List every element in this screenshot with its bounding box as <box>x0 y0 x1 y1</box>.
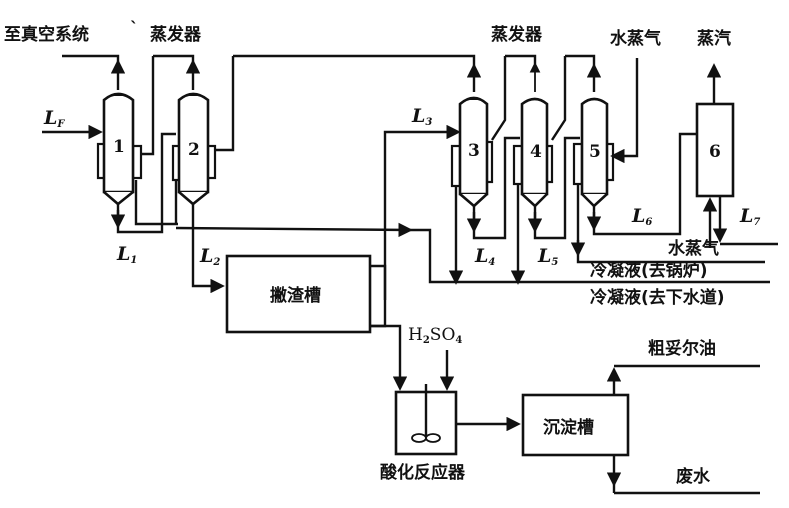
h2so4-sub1: 2 <box>423 335 430 346</box>
label-water-steam-top: 水蒸气 <box>610 28 661 49</box>
stream-l5-sub: 5 <box>551 257 558 268</box>
vacuum-line <box>62 54 120 62</box>
stream-l7-main: L <box>739 205 753 227</box>
label-condensate-boiler: 冷凝液(去锅炉) <box>590 260 708 281</box>
evaporator-3-cone <box>459 193 488 208</box>
vapor-line-e5-top <box>565 54 596 66</box>
vapor-line-e2-top <box>153 54 195 62</box>
settling-tank <box>521 393 630 457</box>
evaporator-4: 4 <box>512 97 554 208</box>
evaporator-2: 2 <box>171 92 217 206</box>
evaporator-2-number: 2 <box>188 140 200 160</box>
evaporator-5-cap <box>586 98 603 100</box>
label-tick-mark: ` <box>130 19 139 39</box>
label-evaporator-top-left: 蒸发器 <box>150 24 202 45</box>
evaporator-2-cone <box>178 190 209 206</box>
evaporator-1-number: 1 <box>113 137 125 157</box>
stream-lf-sub: F <box>56 119 65 130</box>
evaporator-5-number: 5 <box>589 142 601 162</box>
stream-l7: L7 <box>739 205 760 228</box>
stream-l6-main: L <box>631 205 645 227</box>
fresh-steam-line <box>610 58 639 164</box>
evaporator-3: 3 <box>450 96 494 208</box>
stream-l2: L2 <box>199 245 220 268</box>
condensate-e5-to-boiler <box>576 184 765 264</box>
stream-lf: LF <box>43 107 65 130</box>
stream-l5-main: L <box>537 245 551 267</box>
vapor-line-e4-to-e3 <box>490 56 507 141</box>
condensate-e1 <box>134 180 178 226</box>
label-waste-water: 废水 <box>676 466 711 487</box>
condensate-header-upper <box>175 222 413 238</box>
stream-l7-sub: 7 <box>753 217 760 228</box>
vapor-line-e4-top <box>505 54 537 64</box>
evaporator-4-cap <box>526 98 543 100</box>
column-6-body <box>695 102 735 198</box>
h2so4-h: H <box>408 325 423 345</box>
column-6-number: 6 <box>709 142 721 162</box>
label-evaporator-top-mid: 蒸发器 <box>491 24 543 45</box>
vapor-line-e2-to-e1 <box>141 56 155 156</box>
stream-l4-main: L <box>474 245 488 267</box>
label-condensate-sewer: 冷凝液(去下水道) <box>590 287 725 308</box>
condensate-header-to-sewer <box>410 228 770 284</box>
h2so4-sub2: 4 <box>455 335 462 346</box>
stream-l6-sub: 6 <box>645 217 652 228</box>
column-6: 6 <box>695 102 735 198</box>
stream-l1: L1 <box>116 243 137 266</box>
evaporator-5: 5 <box>572 97 615 208</box>
acid-reactor-label: 酸化反应器 <box>380 462 466 483</box>
evaporator-4-cone <box>521 193 548 208</box>
label-vacuum-system: 至真空系统 <box>4 24 89 45</box>
evaporator-1-cap <box>110 93 127 96</box>
label-h2so4: H2SO4 <box>408 325 462 346</box>
vapor-line-e3-top <box>233 54 476 66</box>
stream-l4: L4 <box>474 245 495 268</box>
vapor-line-e3-to-e2 <box>215 56 235 152</box>
stream-l6: L6 <box>631 205 652 228</box>
stream-l2-main: L <box>199 245 213 267</box>
stream-l3: L3 <box>411 105 432 128</box>
vapor-line-e5-to-e4 <box>550 56 567 141</box>
stream-l4-sub: 4 <box>488 257 495 268</box>
evaporator-4-number: 4 <box>530 142 542 162</box>
evaporator-1-cone <box>103 190 134 206</box>
liquid-line-l3 <box>383 124 461 300</box>
evaporator-3-cap <box>465 97 482 100</box>
evaporator-2-cap <box>185 93 202 96</box>
label-crude-tall-oil: 粗妥尔油 <box>648 338 716 359</box>
liquid-line-l2 <box>191 204 225 294</box>
skimming-tank <box>225 254 372 334</box>
evaporator-3-number: 3 <box>468 141 480 161</box>
stream-l1-sub: 1 <box>130 255 137 266</box>
label-water-steam-right: 水蒸气 <box>668 238 719 259</box>
skimming-tank-label: 撇渣槽 <box>270 285 321 306</box>
stream-l1-main: L <box>116 243 130 265</box>
stream-l5: L5 <box>537 245 558 268</box>
h2so4-so: SO <box>430 325 456 345</box>
label-steam-out: 蒸汽 <box>697 28 731 49</box>
evaporator-1: 1 <box>96 92 143 206</box>
stream-l3-main: L <box>411 105 425 127</box>
stream-l2-sub: 2 <box>212 257 220 268</box>
evaporator-5-cone <box>581 193 608 208</box>
agitator-icon <box>411 384 441 443</box>
skimming-tank-side <box>370 264 387 328</box>
skim-to-reactor-line <box>370 324 408 391</box>
stream-l3-sub: 3 <box>425 117 432 128</box>
settling-tank-label: 沉淀槽 <box>543 417 594 438</box>
stream-lf-main: L <box>43 107 57 129</box>
